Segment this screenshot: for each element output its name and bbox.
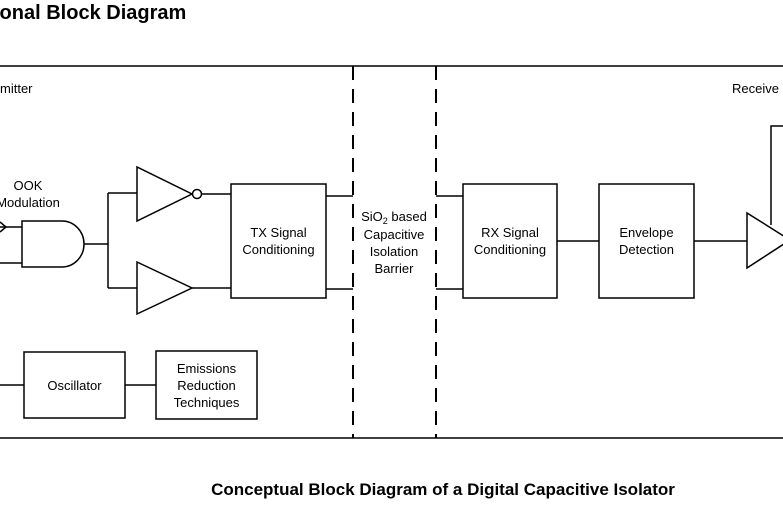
- tx-label-line1: TX Signal: [250, 225, 306, 240]
- inverter-buffer: [136, 165, 194, 223]
- receiver-feedback-wire: [770, 125, 783, 225]
- barrier-label-line2: Capacitive: [364, 227, 425, 242]
- ook-label-line1: OOK: [14, 178, 43, 193]
- emissions-label-line1: Emissions: [177, 361, 237, 376]
- inverter-bubble: [191, 188, 203, 200]
- envelope-label-line2: Detection: [619, 242, 674, 257]
- emissions-label-line2: Reduction: [177, 378, 236, 393]
- rx-signal-conditioning-block: [462, 183, 558, 299]
- tx-signal-conditioning-block: [230, 183, 327, 299]
- barrier-label-line1: SiO2 based: [361, 209, 427, 226]
- barrier-label-line3: Isolation: [370, 244, 418, 259]
- tx-label-line2: Conditioning: [242, 242, 314, 257]
- transmitter-label: mitter: [0, 81, 33, 96]
- input-arrow-mark: [0, 221, 8, 233]
- and-gate: [21, 220, 85, 268]
- ook-label-line2: Modulation: [0, 195, 60, 210]
- oscillator-label: Oscillator: [47, 378, 102, 393]
- barrier-label-line4: Barrier: [374, 261, 414, 276]
- envelope-detection-block: [598, 183, 695, 299]
- buffer: [136, 260, 194, 316]
- envelope-label-line1: Envelope: [619, 225, 673, 240]
- emissions-label-line3: Techniques: [174, 395, 240, 410]
- rx-label-line1: RX Signal: [481, 225, 539, 240]
- rx-label-line2: Conditioning: [474, 242, 546, 257]
- receiver-label: Receive: [732, 81, 779, 96]
- receiver-buffer: [746, 211, 783, 270]
- emissions-reduction-block: [155, 350, 258, 420]
- diagram-caption: Conceptual Block Diagram of a Digital Ca…: [211, 480, 675, 499]
- page-title: ional Block Diagram: [0, 2, 187, 24]
